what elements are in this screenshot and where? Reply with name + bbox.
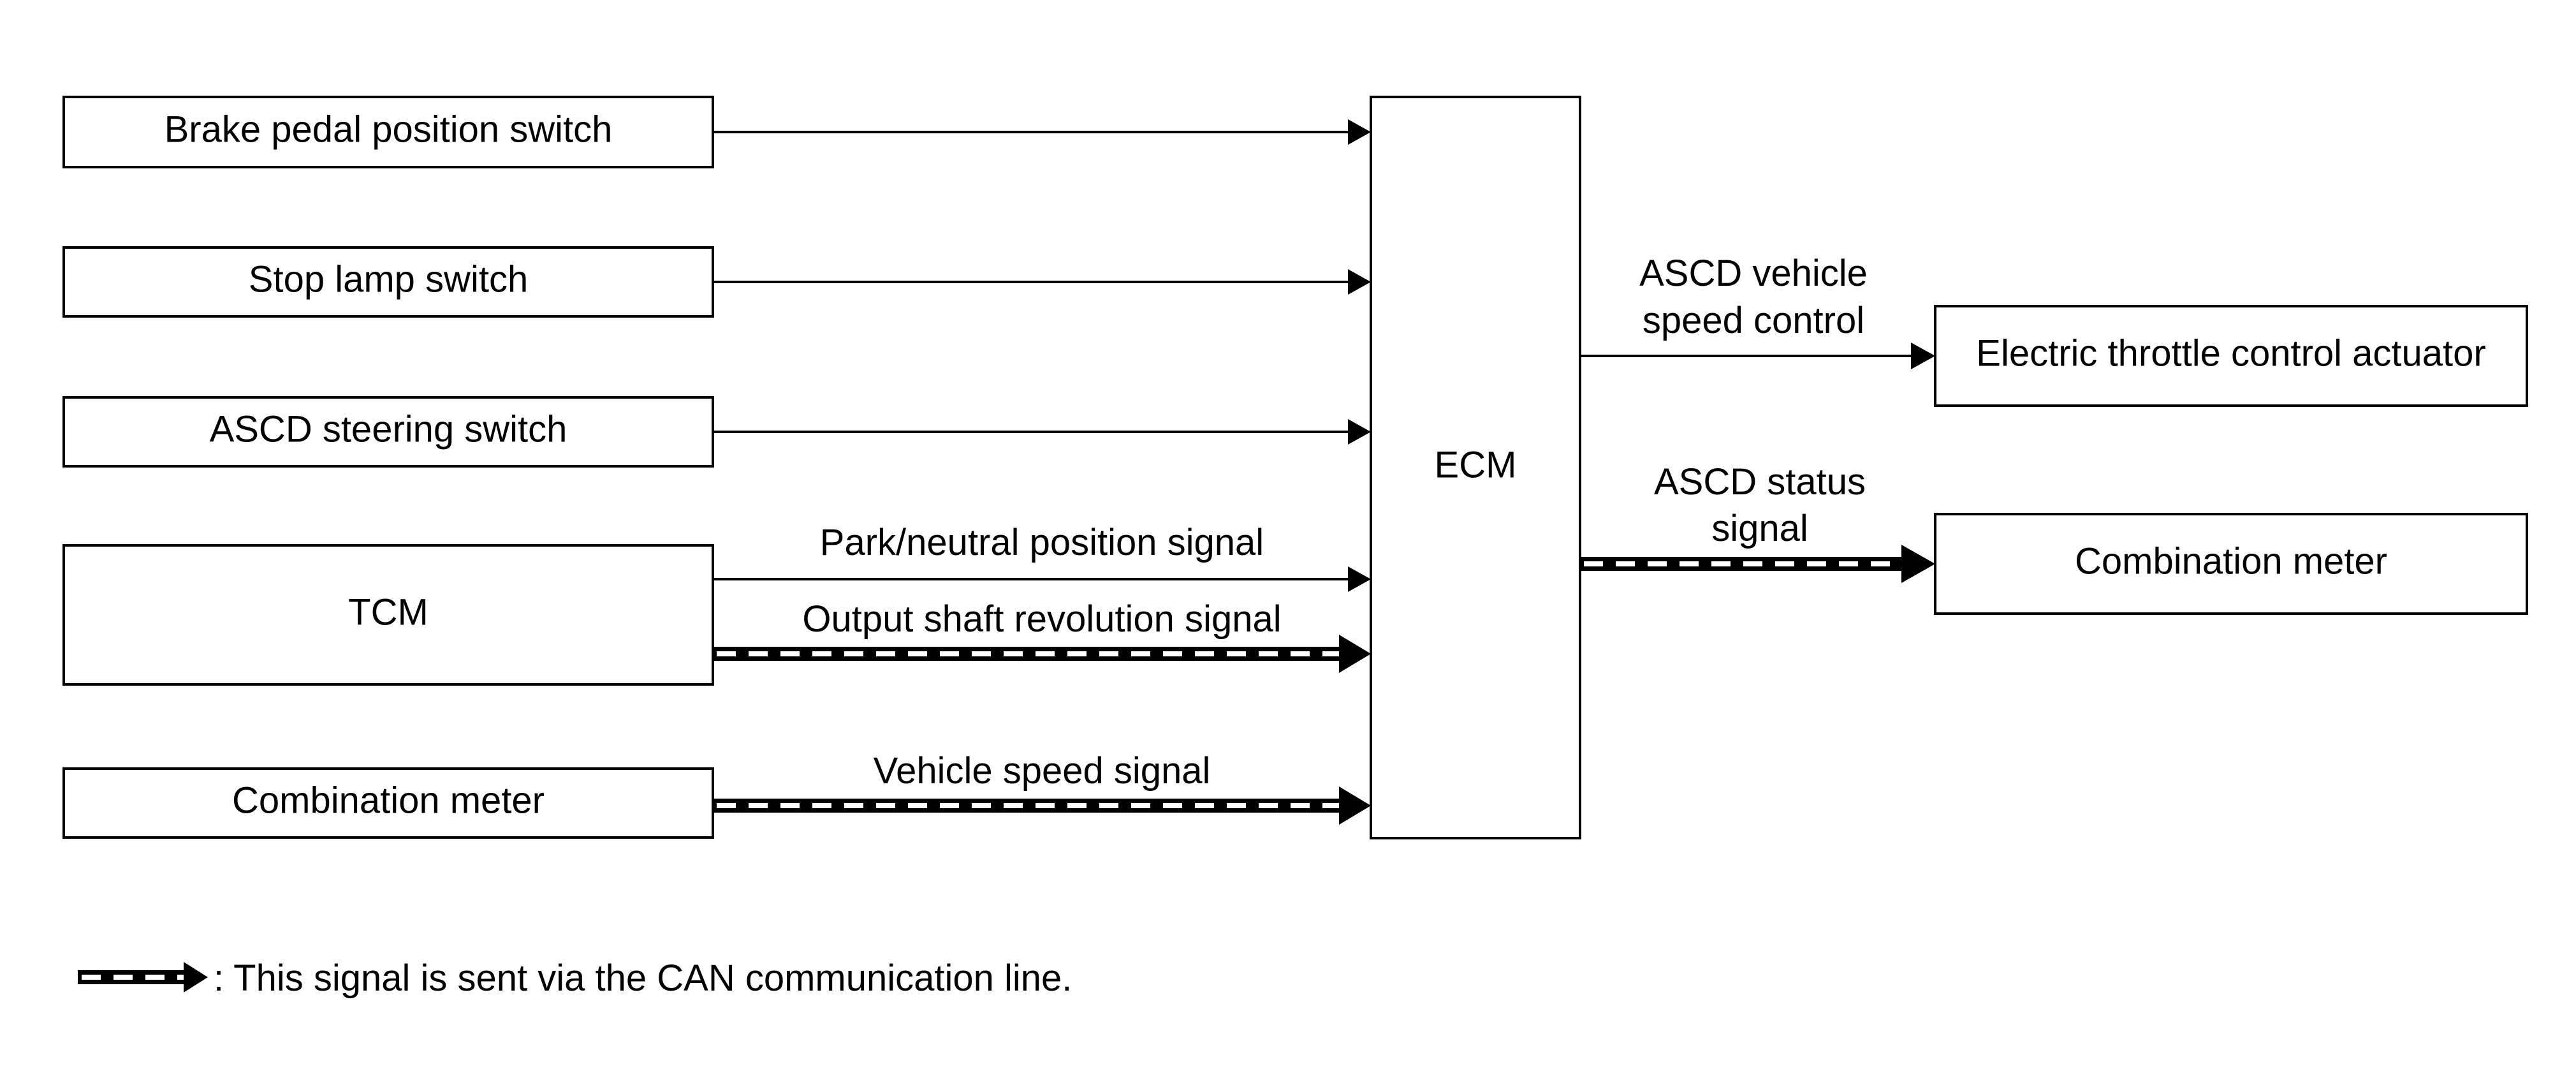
ecm-label: ECM [1435,444,1517,485]
tcm-label: TCM [348,591,428,633]
ascd-vehicle-speed-control-arrow [1580,343,1935,369]
brake-pedal-position-switch-box: Brake pedal position switch [62,96,714,168]
park-neutral-signal-arrow [713,566,1371,592]
ascd-steering-switch-label: ASCD steering switch [210,408,567,450]
tcm-box: TCM [62,544,714,686]
combination-meter-output-box: Combination meter [1934,513,2528,615]
ecm-box: ECM [1370,96,1581,839]
ascd-status-signal-arrow [1580,545,1935,583]
ascd-steering-switch-box: ASCD steering switch [62,396,714,468]
ascd-status-signal-label-line1: ASCD status [1654,461,1866,503]
combination-meter-output-label: Combination meter [2075,540,2387,582]
legend-text: : This signal is sent via the CAN commun… [214,957,1072,999]
combination-meter-input-box: Combination meter [62,767,714,839]
electric-throttle-control-actuator-label: Electric throttle control actuator [1976,332,2485,374]
legend-can-arrow-icon [78,962,208,993]
vehicle-speed-signal-arrow [713,786,1371,825]
ascd-steering-to-ecm-arrow [713,419,1371,445]
output-shaft-signal-label: Output shaft revolution signal [802,598,1281,640]
park-neutral-signal-label: Park/neutral position signal [820,522,1264,563]
stop-lamp-to-ecm-arrow [713,269,1371,295]
ascd-vehicle-speed-control-label-line1: ASCD vehicle [1639,253,1868,294]
electric-throttle-control-actuator-box: Electric throttle control actuator [1934,305,2528,407]
combination-meter-input-label: Combination meter [232,779,545,821]
stop-lamp-switch-label: Stop lamp switch [249,258,528,300]
ascd-vehicle-speed-control-label-line2: speed control [1643,300,1864,341]
brake-pedal-to-ecm-arrow [713,119,1371,145]
vehicle-speed-signal-label: Vehicle speed signal [874,750,1211,792]
ascd-status-signal-label-line2: signal [1711,508,1808,549]
brake-pedal-position-switch-label: Brake pedal position switch [165,108,613,150]
output-shaft-signal-arrow [713,635,1371,673]
stop-lamp-switch-box: Stop lamp switch [62,246,714,318]
